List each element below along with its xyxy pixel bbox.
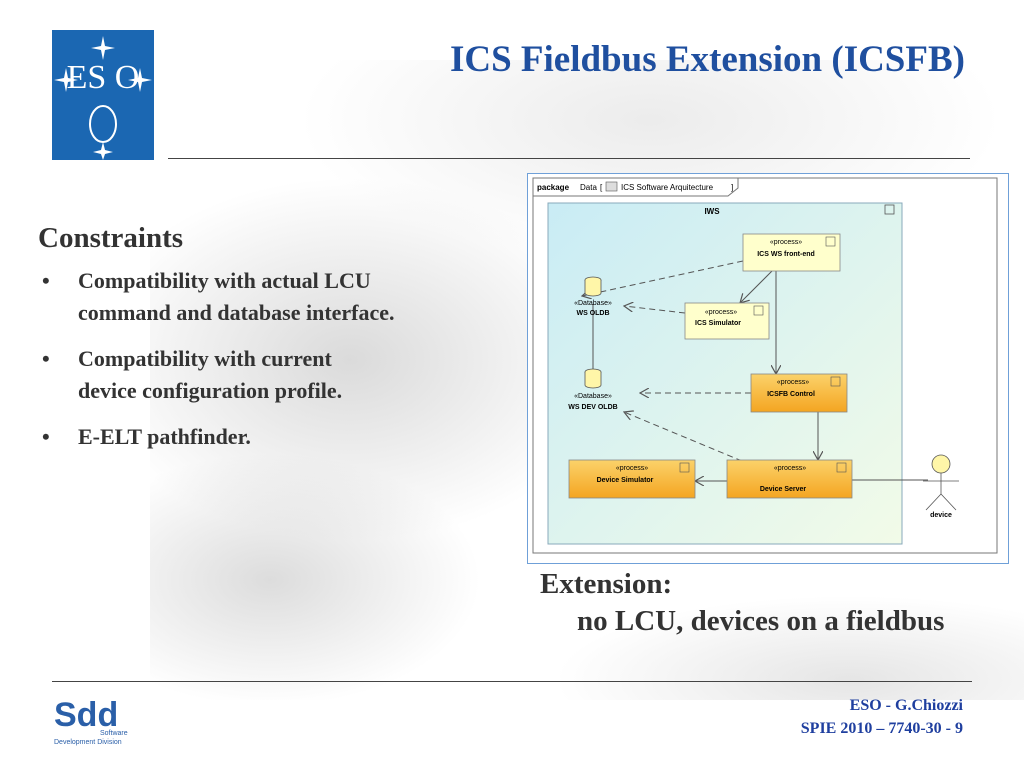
- extension-description: no LCU, devices on a fieldbus: [577, 605, 945, 637]
- component-device-simulator: «process» Device Simulator: [568, 459, 696, 499]
- constraints-heading: Constraints: [38, 222, 184, 254]
- actor-label: device: [930, 512, 952, 519]
- package-name: Data: [580, 183, 597, 192]
- uml-diagram-canvas: package Data [ ICS Software Arquitecture…: [532, 177, 998, 554]
- database-ws-oldb: «Database» WS OLDB: [574, 276, 612, 317]
- uml-diagram: package Data [ ICS Software Arquitecture…: [527, 173, 1009, 564]
- svg-text:«process»: «process»: [774, 465, 806, 472]
- ws-dev-oldb-label: WS DEV OLDB: [568, 404, 617, 411]
- bullet-icon: •: [42, 268, 50, 293]
- component-icon: [679, 462, 690, 473]
- svg-text:Device Server: Device Server: [760, 486, 807, 493]
- ws-oldb-label: WS OLDB: [576, 310, 609, 317]
- footer-author: ESO - G.Chiozzi: [849, 697, 963, 714]
- eso-logo-graphic: ES O: [54, 36, 152, 160]
- svg-text:Device Simulator: Device Simulator: [597, 477, 654, 484]
- component-icon: [836, 462, 847, 473]
- sdd-logo-sub2: Development Division: [54, 739, 122, 746]
- database-ws-dev-oldb: «Database» WS DEV OLDB: [568, 368, 618, 411]
- constraint-item: • E-ELT pathfinder.: [38, 421, 518, 453]
- constraint-text: Compatibility with current device config…: [78, 346, 343, 403]
- svg-text:ICSFB Control: ICSFB Control: [767, 391, 815, 398]
- title-divider: [168, 158, 970, 159]
- svg-text:«process»: «process»: [777, 379, 809, 386]
- slide-title: ICS Fieldbus Extension (ICSFB): [449, 39, 965, 80]
- actor-device: device: [923, 454, 959, 519]
- bullet-icon: •: [42, 424, 50, 449]
- component-icon: [830, 376, 841, 387]
- svg-text:«Database»: «Database»: [574, 393, 612, 400]
- node-icon: [884, 204, 895, 215]
- package-keyword: package: [537, 183, 570, 192]
- sdd-logo: Sdd Software Development Division: [52, 688, 152, 748]
- svg-text:ICS Simulator: ICS Simulator: [695, 320, 741, 327]
- package-tab-label: ICS Software Arquitecture: [621, 183, 714, 192]
- svg-text:ICS WS front-end: ICS WS front-end: [757, 251, 815, 258]
- svg-text:[: [: [600, 183, 603, 192]
- component-icon: [825, 236, 836, 247]
- bullet-icon: •: [42, 346, 50, 371]
- constraint-text: Compatibility with actual LCU command an…: [78, 268, 395, 325]
- svg-text:«Database»: «Database»: [574, 300, 612, 307]
- sdd-logo-sub1: Software: [100, 730, 128, 737]
- iws-node-label: IWS: [704, 207, 720, 216]
- component-ics-simulator: «process» ICS Simulator: [684, 302, 770, 340]
- svg-text:]: ]: [731, 183, 733, 192]
- constraints-section: Constraints • Compatibility with actual …: [38, 222, 518, 467]
- sdd-logo-letters: Sdd: [54, 696, 118, 734]
- component-icon: [753, 305, 764, 316]
- constraints-list: • Compatibility with actual LCU command …: [38, 265, 518, 453]
- svg-text:«process»: «process»: [770, 239, 802, 246]
- sdd-logo-graphic: Sdd Software Development Division: [54, 696, 128, 746]
- extension-label: Extension:: [540, 568, 673, 600]
- diagram-type-icon: [605, 181, 618, 192]
- constraint-item: • Compatibility with current device conf…: [38, 343, 518, 407]
- footer-divider: [52, 681, 972, 682]
- star-icons: [54, 36, 152, 160]
- constraint-text: E-ELT pathfinder.: [78, 424, 251, 449]
- component-device-server: «process» Device Server: [726, 459, 853, 499]
- svg-text:«process»: «process»: [705, 309, 737, 316]
- component-ics-ws-frontend: «process» ICS WS front-end: [742, 233, 841, 272]
- eso-logo-text: ES O: [67, 59, 140, 96]
- diagram-connectors: [582, 260, 928, 481]
- svg-text:«process»: «process»: [616, 465, 648, 472]
- component-icsfb-control: «process» ICSFB Control: [750, 373, 848, 413]
- eso-logo: ES O: [52, 30, 154, 160]
- footer-reference: SPIE 2010 – 7740-30 - 9: [800, 720, 963, 737]
- constraint-item: • Compatibility with actual LCU command …: [38, 265, 518, 329]
- package-tab: [532, 177, 739, 197]
